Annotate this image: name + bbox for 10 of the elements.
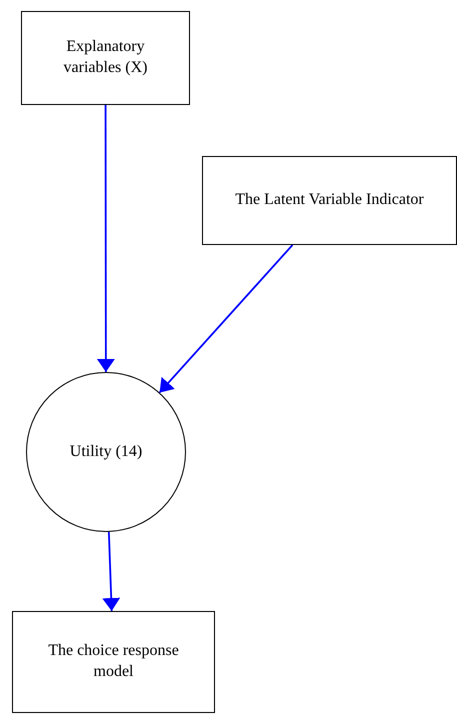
arrow [158,244,294,394]
process-box [12,611,215,713]
node-label: The Latent Variable Indicator [234,190,425,210]
arrow [104,532,118,612]
process-box [21,11,190,105]
node-label: Utility (14) [68,442,144,462]
node-label: The choice response model [47,641,180,682]
node-label: Explanatory variables (X) [62,37,148,78]
arrow [99,105,112,372]
process-box [202,156,457,245]
